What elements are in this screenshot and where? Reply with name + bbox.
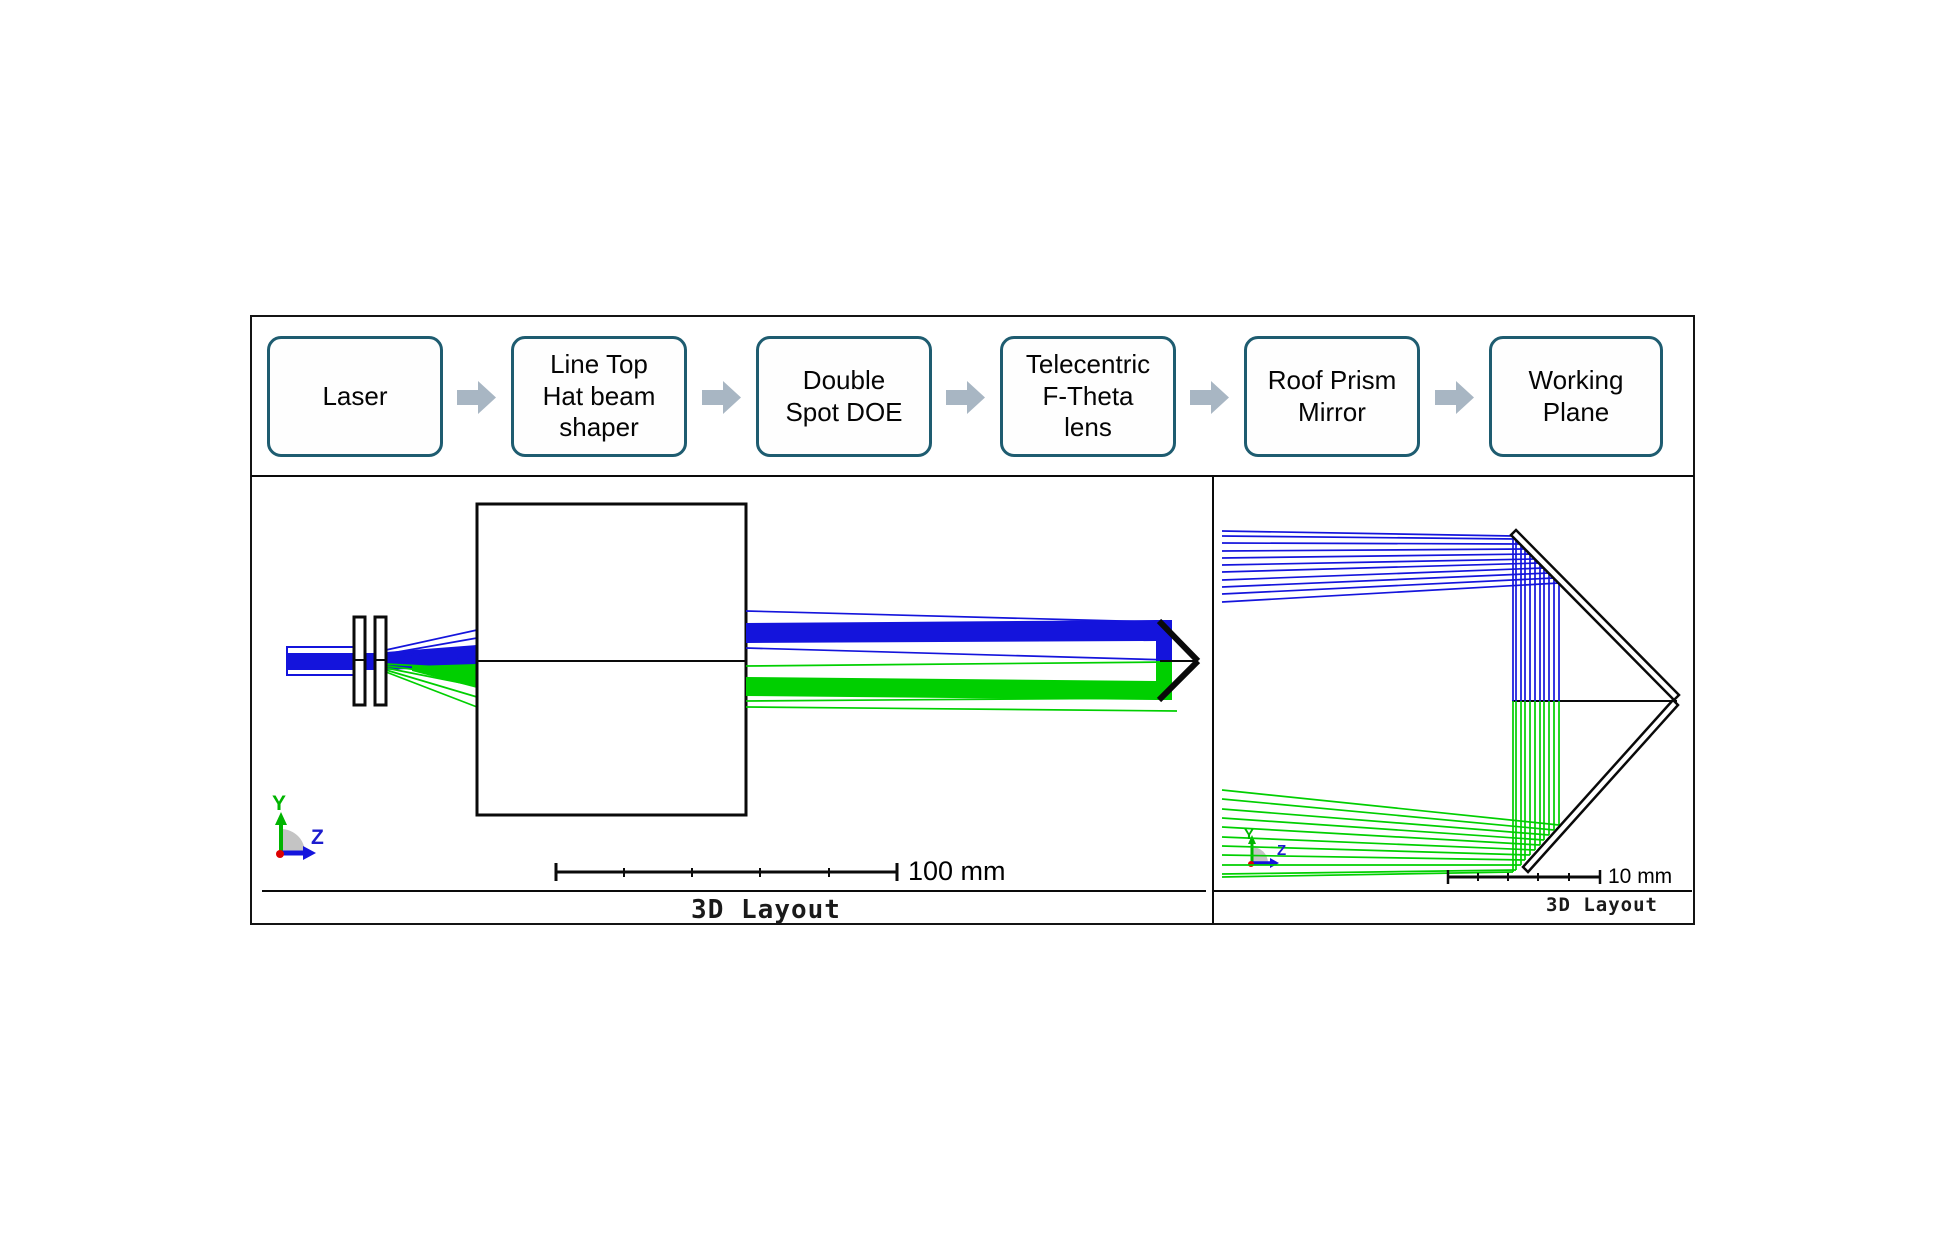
z-axis-arrowhead-icon (1270, 858, 1279, 868)
y-axis-label: Y (272, 792, 287, 815)
flow-step-label: Roof Prism Mirror (1267, 364, 1397, 427)
roof-prism-right-panel (1509, 528, 1681, 874)
right-scale-label: 10 mm (1608, 865, 1673, 888)
z-axis-label: Z (1277, 842, 1287, 859)
left-scale-label: 100 mm (908, 856, 1006, 886)
flow-arrows (457, 381, 1474, 414)
flow-step-label: Telecentric F-Theta lens (1025, 348, 1151, 443)
axis-triad-left (275, 812, 316, 860)
x-axis-origin-icon (1248, 861, 1254, 867)
triad-plane-icon (281, 829, 305, 853)
x-axis-origin-icon (276, 850, 284, 858)
frame-dividers (251, 475, 1694, 923)
upper-mirror-substrate (1509, 528, 1681, 702)
flow-step-label: Line Top Hat beam shaper (542, 348, 656, 443)
flow-arrow-icon (702, 381, 741, 414)
flow-step-label: Working Plane (1528, 364, 1624, 427)
post-lens-green-beam (746, 661, 1172, 700)
post-lens-ray-fan (745, 610, 1178, 712)
z-axis-label: Z (311, 826, 324, 849)
pre-lens-ray-fan (385, 629, 478, 708)
flow-arrow-icon (457, 381, 496, 414)
flow-arrow-icon (946, 381, 985, 414)
flow-step-double-spot-doe: Double Spot DOE (756, 336, 932, 457)
y-axis-arrowhead-icon (275, 812, 287, 825)
right-panel-title: 3D Layout (1546, 894, 1658, 916)
flow-step-roof-prism: Roof Prism Mirror (1244, 336, 1420, 457)
flow-step-beam-shaper: Line Top Hat beam shaper (511, 336, 687, 457)
scale-bar-left (554, 863, 899, 881)
flow-step-label: Double Spot DOE (785, 364, 903, 427)
y-axis-label: Y (1244, 826, 1255, 843)
ftheta-lens-block (475, 502, 748, 817)
lower-mirror-substrate (1521, 698, 1680, 874)
flow-arrow-icon (1190, 381, 1229, 414)
scale-bar-right (1446, 870, 1602, 884)
left-panel-title: 3D Layout (691, 895, 841, 925)
beam-shaper-plates (352, 615, 388, 707)
flow-step-label: Laser (322, 380, 388, 411)
blue-ray-fan-right (1221, 530, 1560, 701)
flow-step-laser: Laser (267, 336, 443, 457)
flow-step-working-plane: Working Plane (1489, 336, 1663, 457)
z-axis-arrowhead-icon (303, 846, 316, 860)
green-ray-fan-right (1221, 701, 1560, 878)
y-axis-arrowhead-icon (1248, 835, 1256, 844)
blue-beam-core (287, 645, 477, 670)
flow-arrow-icon (1435, 381, 1474, 414)
flow-step-ftheta-lens: Telecentric F-Theta lens (1000, 336, 1176, 457)
roof-prism-left-panel (1156, 618, 1201, 703)
